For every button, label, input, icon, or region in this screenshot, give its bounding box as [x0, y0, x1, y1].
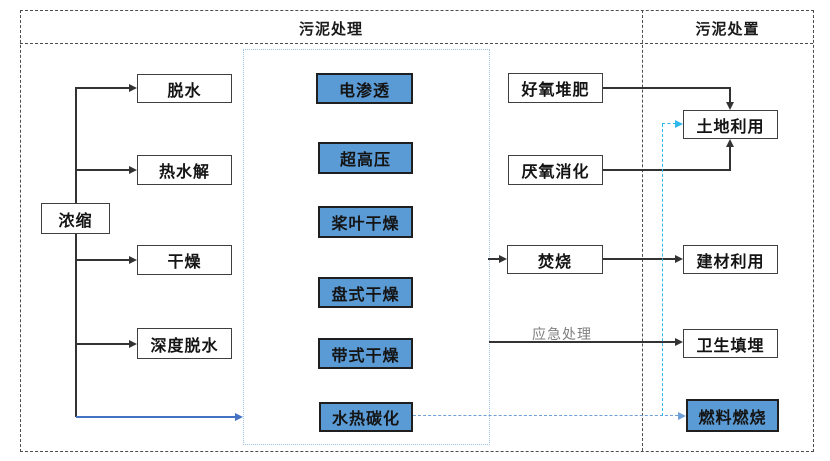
node-incineration: 焚烧	[507, 245, 603, 274]
node-fuel-combustion: 燃料燃烧	[686, 399, 779, 432]
arrowhead-htc-to-fuel-dashed	[678, 412, 686, 420]
node-anaerobic-digestion: 厌氧消化	[508, 155, 603, 185]
node-disc-drying: 盘式干燥	[318, 277, 413, 308]
edge-htc-to-fuel-dashed	[413, 415, 678, 416]
arrowhead-to-dewatering	[129, 84, 137, 92]
header-sludge-disposal: 污泥处置	[695, 21, 760, 38]
node-belt-drying: 带式干燥	[318, 338, 413, 369]
emergency-treatment-label: 应急处理	[532, 326, 592, 342]
header-divider-line	[20, 43, 813, 44]
edge-trunk-to-container-blue	[76, 416, 235, 418]
node-drying: 干燥	[137, 245, 232, 275]
edge-aerobic-to-land-use-v	[729, 87, 731, 103]
edge-thickening-trunk	[75, 87, 77, 417]
node-ultra-high-pressure: 超高压	[318, 142, 413, 174]
edge-incineration-to-building-material	[603, 258, 675, 260]
arrowhead-container-to-incineration	[499, 255, 507, 263]
edge-emergency-to-landfill	[489, 341, 675, 343]
node-aerobic-composting: 好氧堆肥	[508, 73, 603, 103]
node-thickening: 浓缩	[41, 203, 110, 234]
arrowhead-trunk-to-container-blue	[235, 413, 243, 421]
node-deep-dewatering: 深度脱水	[137, 328, 232, 359]
treatment-disposal-divider	[642, 10, 643, 451]
deep-treatment-container	[243, 49, 490, 445]
edge-to-thermal-hydrolysis	[76, 169, 131, 171]
node-sanitary-landfill: 卫生填埋	[683, 329, 778, 358]
arrowhead-anaerobic-to-land-use	[726, 139, 734, 147]
header-sludge-treatment: 污泥处理	[298, 21, 363, 38]
edge-to-dewatering	[76, 87, 131, 89]
edge-aerobic-to-land-use-h	[603, 87, 731, 89]
outer-dashed-frame	[20, 10, 814, 452]
node-dewatering: 脱水	[137, 74, 232, 103]
arrowhead-aerobic-to-land-use	[726, 102, 734, 110]
arrowhead-to-thermal-hydrolysis	[129, 166, 137, 174]
node-building-material-use: 建材利用	[683, 245, 778, 274]
arrowhead-emergency-to-landfill	[675, 338, 683, 346]
arrowhead-to-drying	[129, 256, 137, 264]
arrowhead-incineration-to-building-material	[675, 255, 683, 263]
node-hydrothermal-carbonization: 水热碳化	[319, 402, 413, 432]
edge-htc-to-land-use-dashed-h	[662, 123, 676, 124]
edge-to-drying	[76, 259, 131, 261]
node-thermal-hydrolysis: 热水解	[137, 155, 232, 185]
edge-to-deep-dewatering	[76, 343, 131, 345]
node-paddle-drying: 桨叶干燥	[318, 206, 413, 238]
arrowhead-htc-to-land-use-dashed	[675, 120, 683, 128]
arrowhead-to-deep-dewatering	[129, 340, 137, 348]
edge-htc-to-land-use-dashed-v	[662, 124, 663, 416]
edge-container-to-incineration	[488, 258, 499, 260]
node-electro-osmosis: 电渗透	[316, 73, 413, 104]
edge-anaerobic-to-land-use-h	[603, 169, 731, 171]
edge-anaerobic-to-land-use-v	[729, 147, 731, 170]
node-land-use: 土地利用	[683, 110, 778, 139]
